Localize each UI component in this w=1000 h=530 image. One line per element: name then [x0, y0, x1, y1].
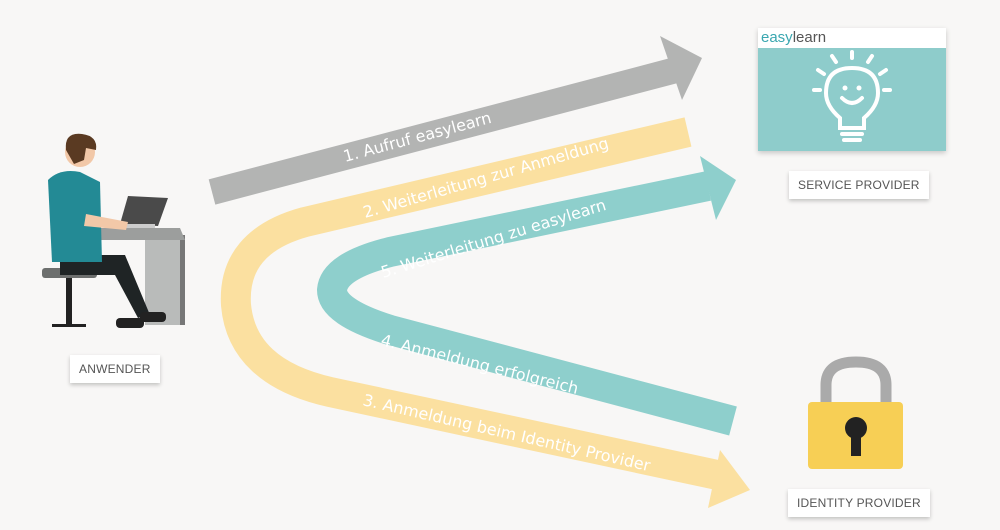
identity-provider-label: IDENTITY PROVIDER — [788, 489, 930, 517]
service-provider-label: SERVICE PROVIDER — [789, 171, 929, 199]
lock-icon — [808, 356, 903, 469]
arrow-teal — [316, 156, 737, 436]
user-illustration — [42, 133, 185, 328]
service-provider-card: easylearn — [758, 28, 946, 151]
user-label: ANWENDER — [70, 355, 160, 383]
arrow-gray — [208, 36, 702, 205]
logo-easy: easy — [761, 29, 793, 46]
easylearn-logo: easylearn — [758, 28, 946, 48]
logo-learn: learn — [792, 29, 827, 46]
lightbulb-icon — [812, 50, 892, 142]
arrow-yellow — [220, 117, 750, 508]
